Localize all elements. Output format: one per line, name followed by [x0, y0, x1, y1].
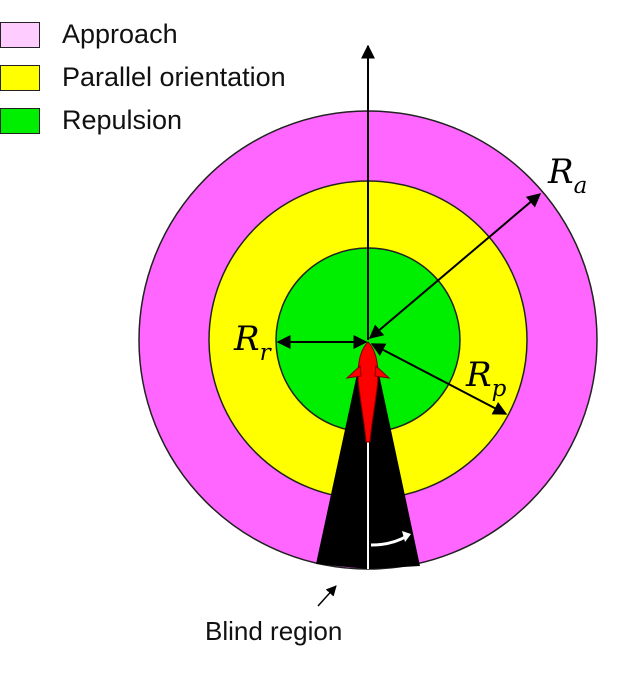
blind-angle-arrowhead: [402, 531, 411, 542]
ra-label: Ra: [547, 152, 587, 199]
legend-item-repulsion: Repulsion: [0, 104, 340, 135]
blind-region-pointer-arrow: [317, 585, 337, 607]
blind-region-caption: Blind region: [205, 616, 343, 646]
legend-swatch-approach: [0, 22, 40, 48]
legend-item-approach: Approach: [0, 18, 340, 49]
legend-swatch-repulsion: [0, 108, 40, 134]
legend-swatch-parallel: [0, 65, 40, 91]
rp-label: Rp: [465, 355, 507, 402]
ra-radius-arrow: [368, 193, 542, 339]
rr-label: Rr: [233, 319, 273, 366]
rp-radius-arrow: [370, 343, 508, 415]
legend-item-parallel: Parallel orientation: [0, 61, 340, 92]
legend-label-approach: Approach: [62, 19, 178, 49]
fish-icon: [345, 341, 391, 443]
legend-label-parallel: Parallel orientation: [62, 62, 286, 92]
legend-label-repulsion: Repulsion: [62, 105, 183, 135]
